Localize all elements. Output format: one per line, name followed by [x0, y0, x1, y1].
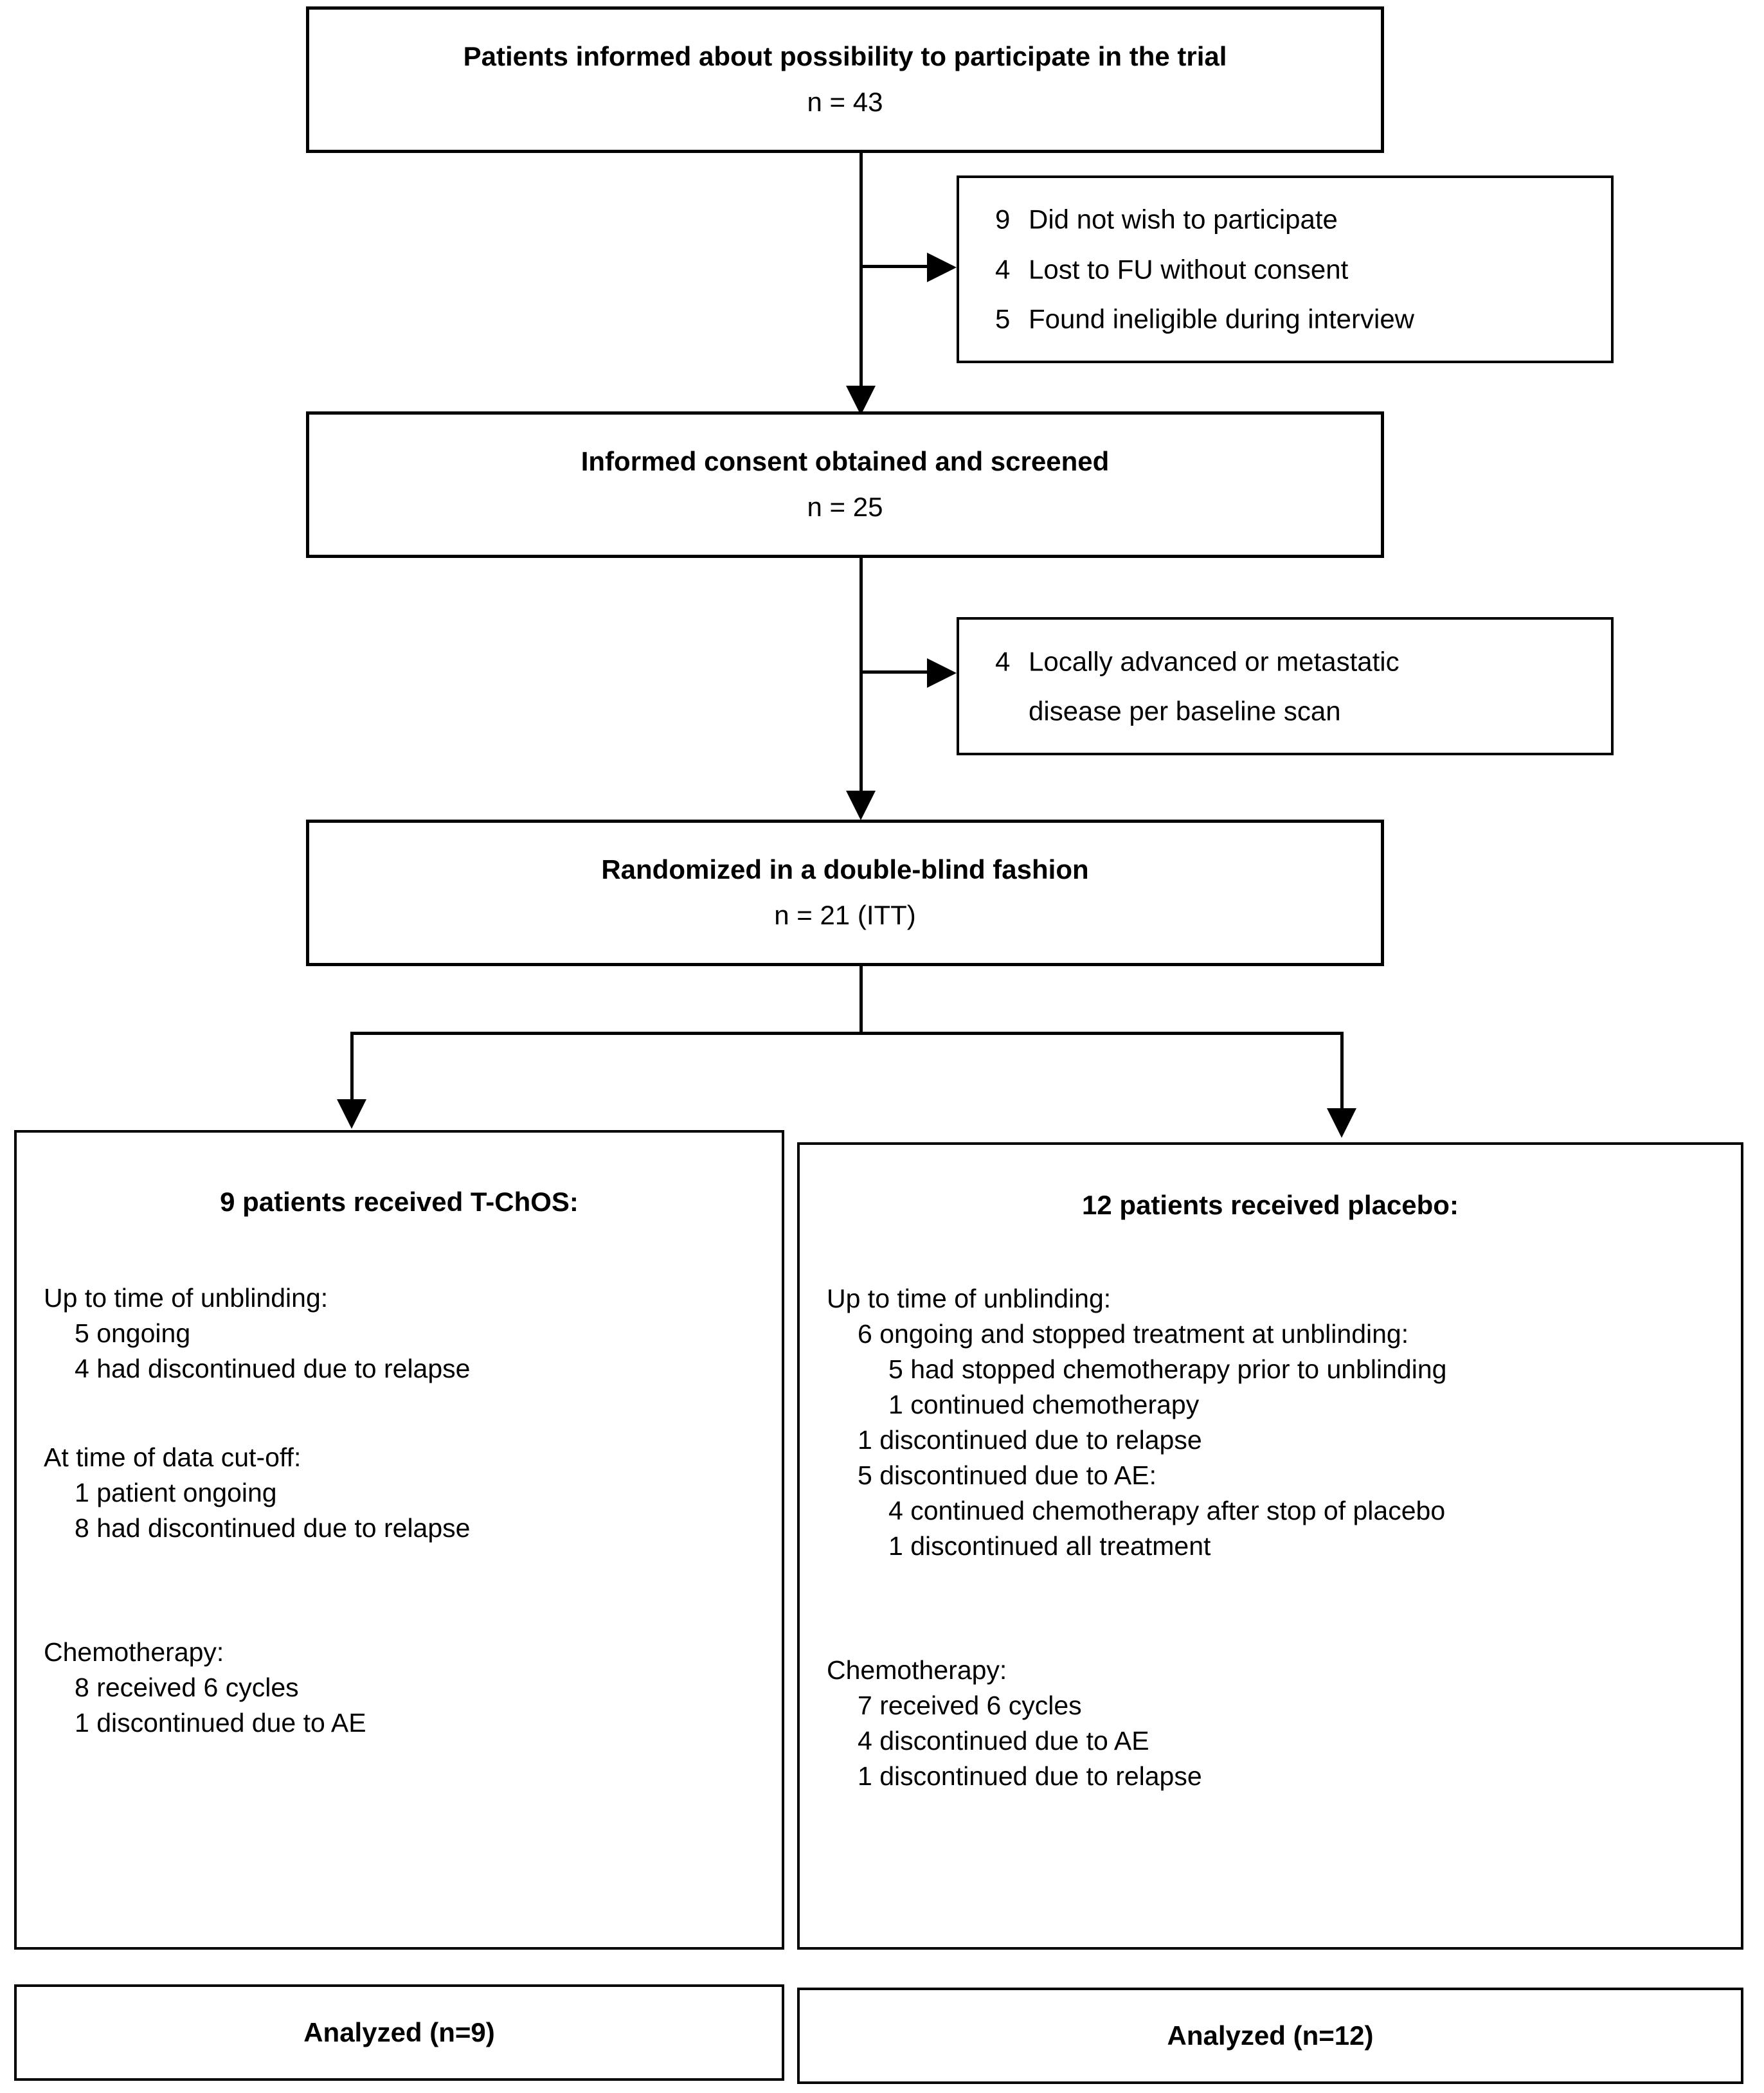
- section-line: 4 discontinued due to AE: [858, 1726, 1149, 1756]
- connector-consent-to-exclusions2: [860, 670, 930, 674]
- analyzed-treatment-label: Analyzed (n=9): [303, 2017, 495, 2047]
- arm-treatment-header: 9 patients received T-ChOS:: [220, 1187, 579, 1217]
- spacer: [44, 1387, 769, 1422]
- exclusions-box-1: 9 Did not wish to participate 4 Lost to …: [957, 175, 1614, 363]
- exclusion-spacer: [995, 687, 1029, 737]
- exclusion-item: 4 Lost to FU without consent: [995, 244, 1596, 294]
- exclusion-item: 5 Found ineligible during interview: [995, 294, 1596, 345]
- section-line: 1 continued chemotherapy: [888, 1390, 1200, 1419]
- exclusion-reason-line2: disease per baseline scan: [1029, 696, 1341, 726]
- exclusion-item: 4 Locally advanced or metastatic: [995, 636, 1596, 687]
- exclusion-count: 5: [995, 303, 1011, 334]
- spacer: [44, 1422, 769, 1440]
- section-heading: Up to time of unblinding:: [827, 1284, 1112, 1313]
- exclusion-count: 9: [995, 204, 1011, 235]
- exclusion-count: 4: [995, 645, 1011, 676]
- node-randomized-count: n = 21 (ITT): [774, 900, 916, 930]
- arm-box-treatment: 9 patients received T-ChOS: Up to time o…: [14, 1130, 784, 1950]
- exclusion-reason: Lost to FU without consent: [1029, 254, 1349, 285]
- node-consent: Informed consent obtained and screened n…: [306, 411, 1384, 558]
- exclusions-box-2: 4 Locally advanced or metastatic disease…: [957, 617, 1614, 755]
- section-line: 1 discontinued all treatment: [888, 1531, 1211, 1561]
- spacer: [44, 1546, 769, 1581]
- section-line: 1 discontinued due to relapse: [858, 1425, 1202, 1455]
- section-line: 1 discontinued due to relapse: [858, 1761, 1202, 1791]
- connector-split-left-drop: [350, 1032, 354, 1103]
- connector-split-right-drop: [1340, 1032, 1344, 1112]
- arrowhead-consent-to-randomized: [846, 791, 876, 820]
- section-line: 1 discontinued due to AE: [75, 1708, 366, 1738]
- exclusions-list-1: 9 Did not wish to participate 4 Lost to …: [995, 194, 1596, 344]
- arrowhead-exclusions2: [927, 658, 957, 688]
- node-consent-title: Informed consent obtained and screened: [580, 446, 1110, 477]
- arm-placebo-body: Up to time of unblinding: 6 ongoing and …: [827, 1281, 1728, 1794]
- connector-randomized-split-bar: [350, 1032, 1344, 1035]
- arrowhead-arm-placebo: [1327, 1108, 1356, 1138]
- exclusion-reason: Found ineligible during interview: [1029, 303, 1415, 334]
- analyzed-box-treatment: Analyzed (n=9): [14, 1984, 784, 2081]
- section-heading: Chemotherapy:: [827, 1655, 1007, 1685]
- exclusions-list-2: 4 Locally advanced or metastatic disease…: [995, 636, 1596, 736]
- section-heading: Up to time of unblinding:: [44, 1283, 328, 1313]
- analyzed-placebo-label: Analyzed (n=12): [1167, 2020, 1374, 2051]
- connector-informed-to-exclusions1: [860, 265, 930, 268]
- exclusion-count: 4: [995, 254, 1011, 285]
- section-line: 4 continued chemotherapy after stop of p…: [888, 1496, 1446, 1525]
- section-line: 1 patient ongoing: [75, 1478, 277, 1507]
- arm-treatment-body: Up to time of unblinding: 5 ongoing 4 ha…: [44, 1280, 769, 1741]
- section-line: 6 ongoing and stopped treatment at unbli…: [858, 1319, 1409, 1349]
- arrowhead-exclusions1: [927, 253, 957, 282]
- arrowhead-arm-treatment: [337, 1099, 366, 1129]
- connector-informed-to-consent: [860, 153, 863, 392]
- section-heading: At time of data cut-off:: [44, 1442, 302, 1472]
- section-line: 5 discontinued due to AE:: [858, 1460, 1157, 1490]
- section-line: 7 received 6 cycles: [858, 1691, 1082, 1720]
- node-informed-count: n = 43: [807, 87, 883, 117]
- exclusion-item: disease per baseline scan: [995, 687, 1596, 737]
- section-line: 5 had stopped chemotherapy prior to unbl…: [888, 1354, 1447, 1384]
- connector-randomized-split-stem: [860, 966, 863, 1035]
- section-line: 8 received 6 cycles: [75, 1673, 299, 1702]
- connector-consent-to-randomized: [860, 558, 863, 797]
- node-informed: Patients informed about possibility to p…: [306, 6, 1384, 153]
- spacer: [44, 1581, 769, 1617]
- arrowhead-informed-to-consent: [846, 386, 876, 415]
- section-line: 5 ongoing: [75, 1318, 191, 1348]
- exclusion-reason: Did not wish to participate: [1029, 204, 1338, 235]
- section-heading: Chemotherapy:: [44, 1637, 224, 1667]
- spacer: [827, 1564, 1728, 1599]
- exclusion-reason-line1: Locally advanced or metastatic: [1029, 645, 1400, 676]
- exclusion-item: 9 Did not wish to participate: [995, 194, 1596, 244]
- spacer: [827, 1599, 1728, 1635]
- section-line: 4 had discontinued due to relapse: [75, 1354, 471, 1383]
- node-consent-count: n = 25: [807, 492, 883, 522]
- node-informed-title: Patients informed about possibility to p…: [463, 41, 1227, 72]
- node-randomized: Randomized in a double-blind fashion n =…: [306, 820, 1384, 966]
- arm-placebo-header: 12 patients received placebo:: [1082, 1190, 1459, 1220]
- spacer: [44, 1617, 769, 1635]
- node-randomized-title: Randomized in a double-blind fashion: [601, 854, 1089, 885]
- spacer: [827, 1635, 1728, 1653]
- section-line: 8 had discontinued due to relapse: [75, 1513, 471, 1543]
- arm-box-placebo: 12 patients received placebo: Up to time…: [797, 1142, 1743, 1950]
- analyzed-box-placebo: Analyzed (n=12): [797, 1988, 1743, 2084]
